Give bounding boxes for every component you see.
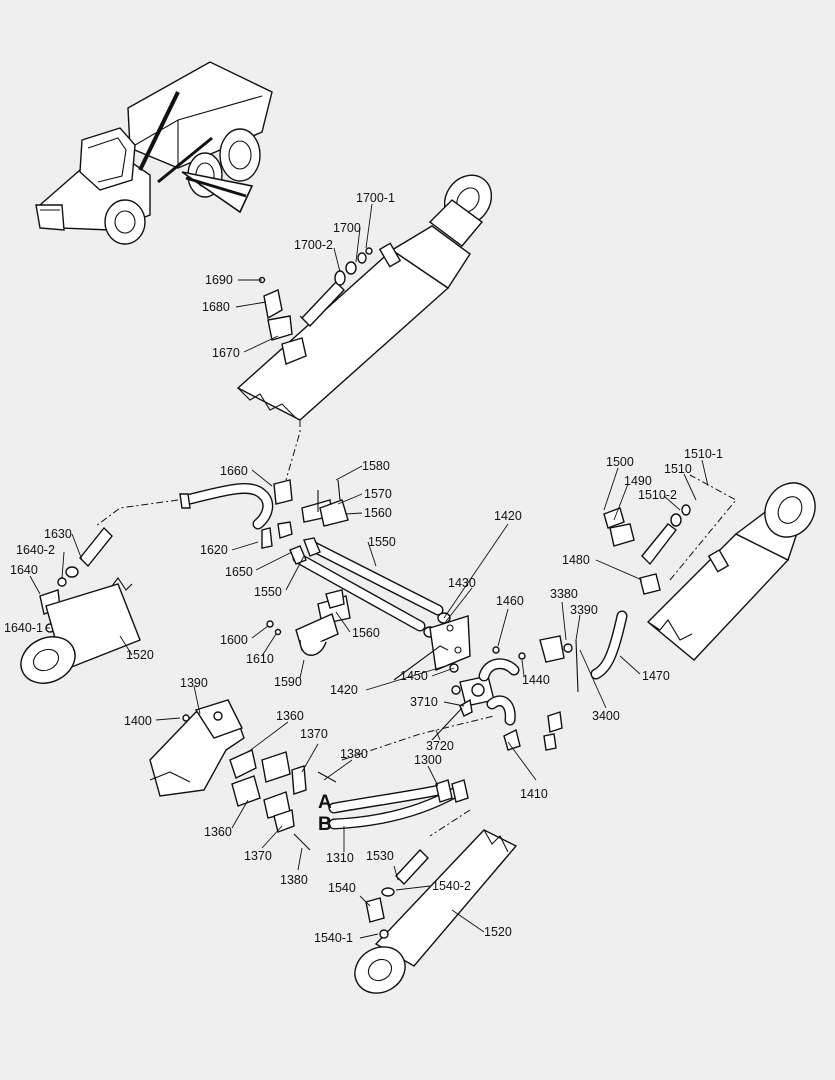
callout-1430: 1430: [448, 576, 476, 590]
callout-1680: 1680: [202, 300, 230, 314]
callout-1500: 1500: [606, 455, 634, 469]
callout-1510: 1510: [664, 462, 692, 476]
callout-1370-lower: 1370: [244, 849, 272, 863]
callout-1570: 1570: [364, 487, 392, 501]
manifold-plate: [393, 615, 579, 751]
callout-1660: 1660: [220, 464, 248, 478]
hose-1660: [39, 479, 293, 633]
leader-lines: [29, 203, 709, 939]
callout-1520-left: 1520: [126, 648, 154, 662]
callout-1380-lower: 1380: [280, 873, 308, 887]
callout-1690: 1690: [205, 273, 233, 287]
callout-1380-upper: 1380: [340, 747, 368, 761]
callout-1640-2: 1640-2: [16, 543, 55, 557]
bottom-cylinder: [354, 829, 518, 994]
callout-1620: 1620: [200, 543, 228, 557]
callout-1440: 1440: [522, 673, 550, 687]
callout-1540-1: 1540-1: [314, 931, 353, 945]
hose-marker-a: A: [318, 792, 332, 813]
callout-1310: 1310: [326, 851, 354, 865]
hoses-1300-1310: [328, 715, 495, 837]
callout-3720: 3720: [426, 739, 454, 753]
callout-1470: 1470: [642, 669, 670, 683]
callout-1610: 1610: [246, 652, 274, 666]
callout-1410: 1410: [520, 787, 548, 801]
callout-1550-lower: 1550: [254, 585, 282, 599]
callout-1670: 1670: [212, 346, 240, 360]
callout-1520-bottom: 1520: [484, 925, 512, 939]
callout-1450: 1450: [400, 669, 428, 683]
callout-3380: 3380: [550, 587, 578, 601]
callout-1550-upper: 1550: [368, 535, 396, 549]
frame-bracket: [149, 699, 337, 851]
callout-1400: 1400: [124, 714, 152, 728]
tube-1550: [261, 479, 451, 638]
bracket-1590: [266, 613, 339, 656]
callout-3390: 3390: [570, 603, 598, 617]
callout-1510-2: 1510-2: [638, 488, 677, 502]
callout-1700-1: 1700-1: [356, 191, 395, 205]
callout-1390: 1390: [180, 676, 208, 690]
callout-1530: 1530: [366, 849, 394, 863]
callout-1480: 1480: [562, 553, 590, 567]
callout-1630: 1630: [44, 527, 72, 541]
callout-1510-1: 1510-1: [684, 447, 723, 461]
callout-1650: 1650: [225, 565, 253, 579]
callout-3710: 3710: [410, 695, 438, 709]
callout-labels: 1700-1 1700 1700-2 1690 1680 1670 1660 1…: [4, 191, 723, 945]
callout-1640: 1640: [10, 563, 38, 577]
callout-1540-2: 1540-2: [432, 879, 471, 893]
callout-1300: 1300: [414, 753, 442, 767]
callout-1540: 1540: [328, 881, 356, 895]
right-cylinder: [590, 474, 816, 680]
callout-1370-upper: 1370: [300, 727, 328, 741]
callout-1360-lower: 1360: [204, 825, 232, 839]
callout-1640-1: 1640-1: [4, 621, 43, 635]
callout-1360-upper: 1360: [276, 709, 304, 723]
hose-marker-b: B: [318, 814, 332, 835]
callout-1600: 1600: [220, 633, 248, 647]
callout-1420-lower: 1420: [330, 683, 358, 697]
callout-1580: 1580: [362, 459, 390, 473]
callout-1700-2: 1700-2: [294, 238, 333, 252]
callout-1700: 1700: [333, 221, 361, 235]
callout-1460: 1460: [496, 594, 524, 608]
callout-1560-upper: 1560: [364, 506, 392, 520]
callout-1560-lower: 1560: [352, 626, 380, 640]
callout-1420-upper: 1420: [494, 509, 522, 523]
truck-illustration: [35, 61, 273, 245]
callout-1490: 1490: [624, 474, 652, 488]
callout-3400: 3400: [592, 709, 620, 723]
upper-cylinder: [236, 174, 493, 481]
left-cylinder: [20, 577, 141, 684]
callout-1590: 1590: [274, 675, 302, 689]
